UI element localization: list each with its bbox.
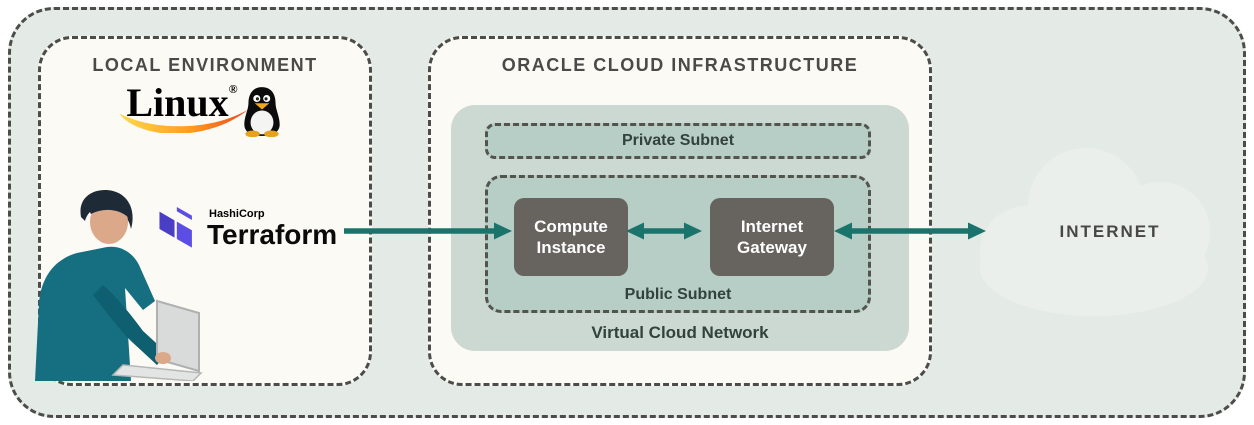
- local-environment-title: LOCAL ENVIRONMENT: [92, 55, 318, 75]
- local-environment-panel: LOCAL ENVIRONMENT Linux®: [35, 36, 372, 386]
- internet-cloud-icon: [980, 148, 1210, 316]
- oci-title: ORACLE CLOUD INFRASTRUCTURE: [501, 55, 859, 75]
- internet-label: INTERNET: [1059, 222, 1161, 241]
- public-subnet-label: Public Subnet: [624, 286, 732, 303]
- linux-swoosh-icon: [119, 109, 249, 133]
- oci-panel: ORACLE CLOUD INFRASTRUCTURE Private Subn…: [428, 36, 932, 386]
- registered-trademark-mark: ®: [228, 82, 238, 96]
- private-subnet-label: Private Subnet: [621, 132, 735, 149]
- terraform-brand-label: HashiCorp: [209, 207, 265, 220]
- tux-penguin-icon: [243, 87, 280, 137]
- linux-logo: Linux®: [41, 83, 369, 163]
- terraform-logo: HashiCorp Terraform: [159, 207, 337, 251]
- private-subnet: Private Subnet: [485, 123, 871, 159]
- public-subnet: Compute Instance Internet Gateway Public…: [485, 175, 871, 313]
- virtual-cloud-network: Private Subnet Compute Instance Internet…: [451, 105, 909, 351]
- compute-instance-node: Compute Instance: [514, 198, 628, 276]
- terraform-icon: [159, 207, 192, 248]
- virtual-cloud-network-label: Virtual Cloud Network: [591, 323, 769, 342]
- person-at-laptop-illustration: [35, 190, 203, 381]
- internet-gateway-node: Internet Gateway: [710, 198, 834, 276]
- terraform-wordmark: Terraform: [207, 219, 338, 251]
- linux-wordmark: Linux®: [119, 82, 249, 133]
